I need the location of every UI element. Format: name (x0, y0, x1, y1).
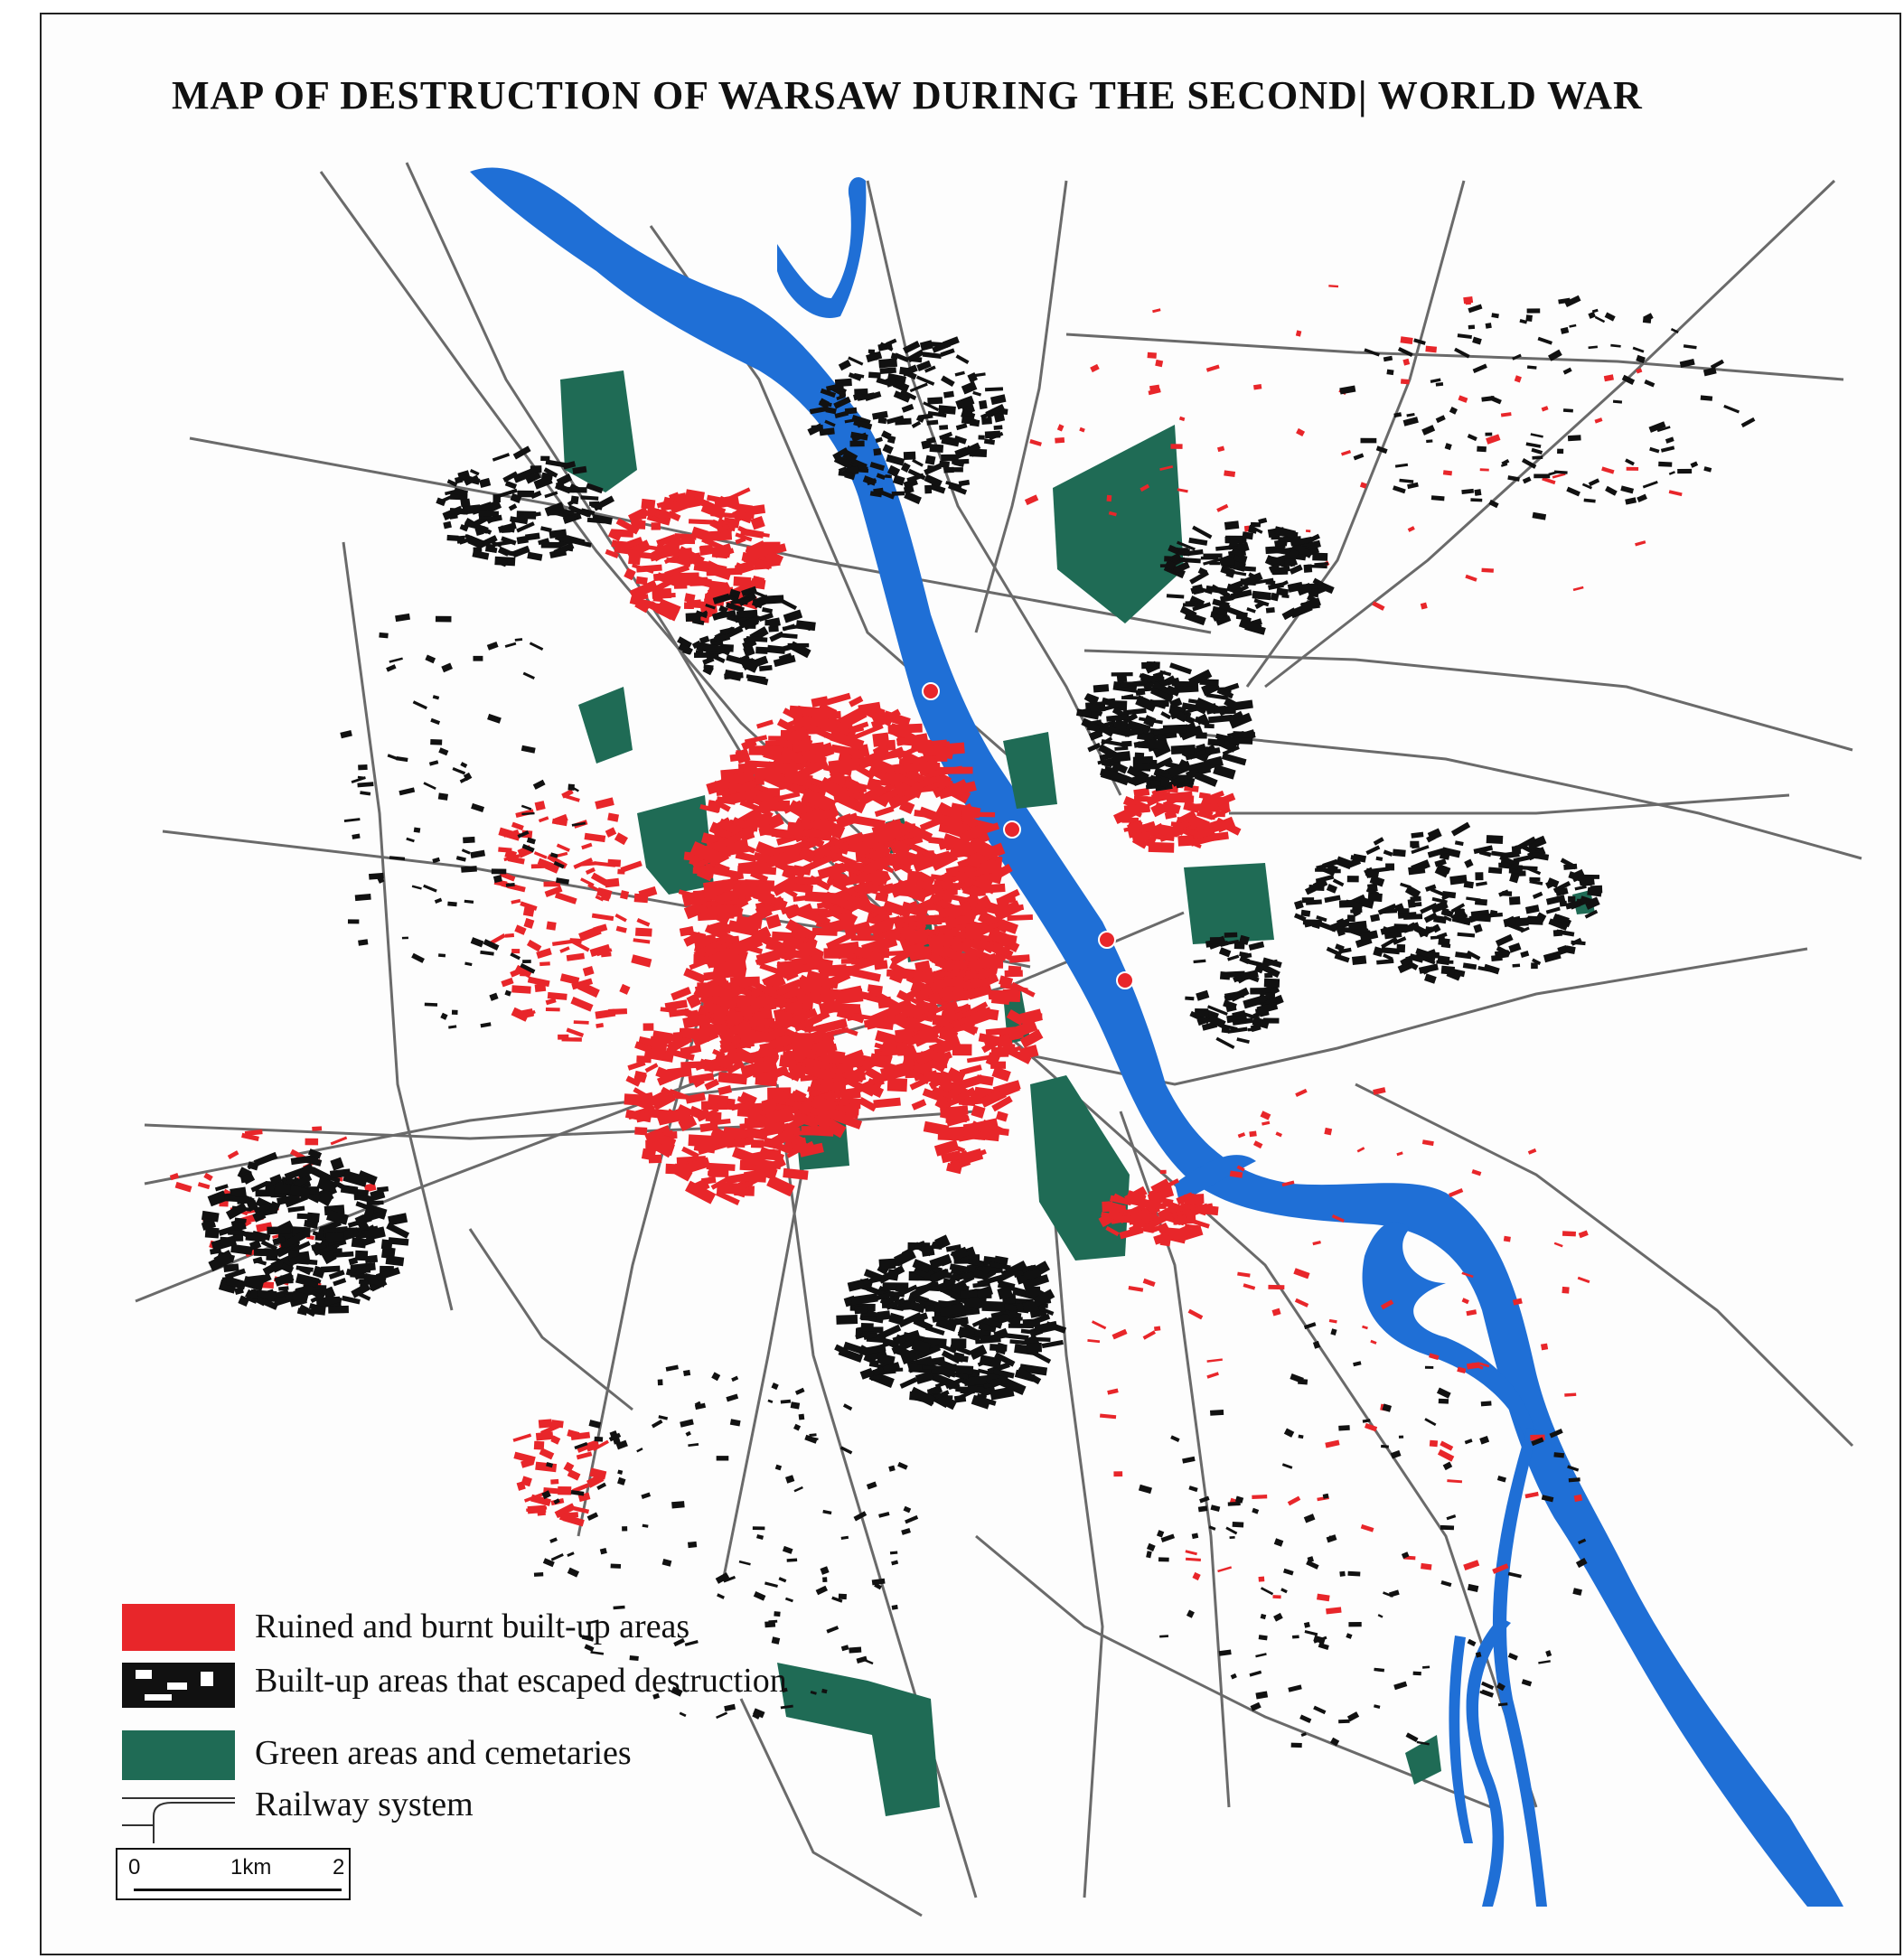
green-areas (560, 370, 1595, 1816)
legend-label-ruined: Ruined and burnt built-up areas (255, 1608, 690, 1645)
legend-label-intact: Built-up areas that escaped destruction (255, 1662, 787, 1700)
scale-tick-2: 2 (333, 1855, 345, 1879)
ruined-built-up-areas (169, 285, 1683, 1615)
legend-label-green: Green areas and cemetaries (255, 1734, 632, 1772)
scale-line (134, 1889, 342, 1891)
bridge-markers (922, 682, 1134, 989)
scale-bar: 0 1km 2 (116, 1848, 351, 1900)
intact-built-up-areas (201, 295, 1756, 1748)
vistula-river (470, 167, 1843, 1907)
map-title: MAP OF DESTRUCTION OF WARSAW DURING THE … (172, 73, 1643, 117)
scale-tick-0: 0 (128, 1855, 141, 1879)
legend-swatch-intact (122, 1663, 235, 1708)
legend-swatch-ruined (122, 1604, 235, 1651)
legend-swatches (122, 1604, 235, 1843)
legend-label-rail: Railway system (255, 1786, 474, 1823)
legend-swatch-green (122, 1730, 235, 1780)
scale-tick-1km: 1km (230, 1855, 272, 1879)
legend-swatch-rail (122, 1797, 235, 1843)
